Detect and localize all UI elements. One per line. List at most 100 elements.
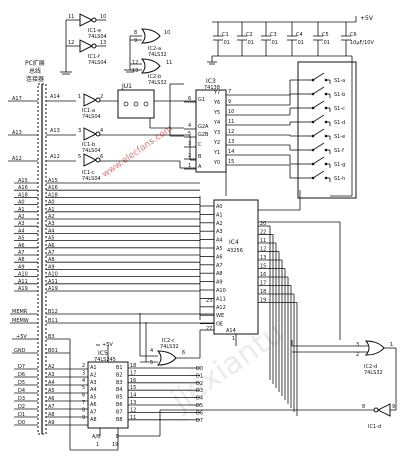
ic3-pin-name: Y6 (213, 100, 220, 106)
ic4-pin-name: A3 (216, 229, 223, 235)
bus-addr-label: A6 (18, 243, 25, 249)
inverter-ic1e (79, 13, 97, 27)
inverter-ic1f (79, 39, 97, 53)
bus-addr-pin: A3 (48, 221, 55, 227)
ic5-a-pin: A3 (90, 380, 97, 386)
interconnect-wires (199, 172, 341, 346)
ic5-a-pin: A8 (90, 417, 97, 423)
bus-ctrl-pin: B11 (48, 318, 58, 324)
bus-data-label: D1 (18, 412, 25, 418)
ic4-pin-name: A9 (216, 280, 223, 286)
pin-label: 3 (356, 342, 359, 348)
bus-addr-pin: A0 (48, 200, 55, 206)
bus-addr-pin: A9 (48, 264, 55, 270)
ic1d-ref: IC1-d (368, 424, 381, 430)
ic4-pin-name: A10 (216, 288, 226, 294)
ju1-label: JU1 (121, 83, 132, 90)
ic4-pin-name: A7 (216, 263, 223, 269)
ic5-pin-number: 12 (130, 407, 136, 413)
bus-addr-label: A4 (18, 228, 25, 234)
pin-label: 8 (134, 30, 137, 36)
ic3-ref: IC3 (206, 78, 216, 85)
ic5-data-out: D4 (196, 396, 203, 402)
ic5-data-out: D2 (196, 381, 203, 387)
bus-addr-label: A8 (18, 257, 25, 263)
ic5-pin-number: 13 (130, 400, 136, 406)
ic1a-ref: IC1-a (82, 108, 95, 114)
ic4-pin-number: 12 (260, 247, 266, 253)
bus-data-pin: A2 (48, 364, 55, 370)
bus-pin: A13 (50, 128, 60, 134)
switch-label: S1-h (334, 176, 345, 182)
bus-addr-label: A11 (18, 279, 28, 285)
bus-addr-label: A3 (18, 221, 25, 227)
ic3-pin-number: 7 (228, 89, 231, 95)
ic5-a-pin: A4 (90, 387, 97, 393)
bus-vcc-label: +5V (16, 334, 27, 340)
or-gate-ic2b (140, 58, 161, 74)
ic5-data-out: D0 (196, 366, 203, 372)
bus-addr-pin: A11 (48, 279, 58, 285)
ic3-pin-name: G2A (198, 124, 209, 130)
ic3-pin-number: 4 (188, 123, 191, 129)
ic4-pin-number: 11 (260, 238, 266, 244)
ic5-b-pin: B5 (116, 395, 123, 401)
ic3-pin-name: Y3 (213, 130, 220, 136)
ic5-pin-number: 7 (82, 400, 85, 406)
ic5-a-pin: A7 (90, 409, 97, 415)
pin-label: 10 (100, 14, 106, 20)
capacitor-c4: C4.01 (287, 22, 304, 56)
bus-data-pin: A7 (48, 404, 55, 410)
ic5-pin-number: 5 (82, 385, 85, 391)
ic4-pin-name: A14 (226, 328, 236, 334)
bus-addr-pin: A5 (48, 236, 55, 242)
ic1e-ref: IC1-e (88, 28, 101, 34)
capacitor-name: C5 (322, 32, 329, 38)
dip-switch-bank: S1-aS1-bS1-cS1-dS1-eS1-fS1-gS1-h (297, 56, 357, 199)
pin-label: 13 (100, 40, 106, 46)
ic2a-part: 74LS32 (148, 52, 167, 58)
ic5-b-pin: B3 (116, 380, 123, 386)
bus-label: A17 (12, 96, 22, 102)
pin-label: 13 (132, 68, 138, 74)
bus-gnd-pin: B01 (48, 348, 58, 354)
pin-label: 12 (68, 40, 74, 46)
ic1b-ref: IC1-b (82, 142, 95, 148)
ic3-pin-number: 2 (188, 153, 191, 159)
ic4-pin-name: A2 (216, 221, 223, 227)
ground-symbol (207, 56, 217, 65)
switch-s1-h: S1-h (300, 170, 345, 182)
ic4-pin-number: 18 (260, 289, 266, 295)
ic5-b-pin: B6 (116, 402, 123, 408)
ic2b-part: 74LS32 (148, 80, 167, 86)
inverter-ic1a (83, 93, 101, 107)
capacitor-c5: C5.01 (313, 22, 330, 56)
ic5-pin-number: 6 (82, 393, 85, 399)
ic5-pin-number: 8 (82, 407, 85, 413)
switch-label: S1-a (334, 78, 345, 84)
ic1f-ref: IC1-f (88, 54, 100, 60)
bus-title-2: 总线 (29, 67, 41, 75)
jumper-ju1: JU1 (117, 83, 155, 119)
ic5-data-out: D3 (196, 388, 203, 394)
ic3-pin-name: B (198, 154, 202, 160)
ic3-pin-number: 1 (188, 163, 191, 169)
bus-addr-pin: A4 (48, 228, 55, 234)
switch-s1-c: S1-c (300, 100, 345, 112)
bus-addr-pin: A2 (48, 214, 55, 220)
bus-data-pin: A4 (48, 380, 55, 386)
ic3-pin-number: 3 (188, 141, 191, 147)
ic4-pin-number: 20 (260, 221, 266, 227)
vcc-label: +5V (360, 15, 374, 22)
pin-label: 11 (166, 60, 172, 66)
ic5-pin-number: 15 (130, 385, 136, 391)
ic4-pin-name: WE (216, 313, 224, 319)
switch-s1-b: S1-b (300, 86, 345, 98)
bus-addr-label: A0 (18, 200, 25, 206)
bus-addr-label: A18 (18, 192, 28, 198)
ic5-ref: IC5 (98, 350, 108, 357)
pin-label: 5 (150, 360, 153, 366)
inverter-ic1d (373, 403, 391, 417)
